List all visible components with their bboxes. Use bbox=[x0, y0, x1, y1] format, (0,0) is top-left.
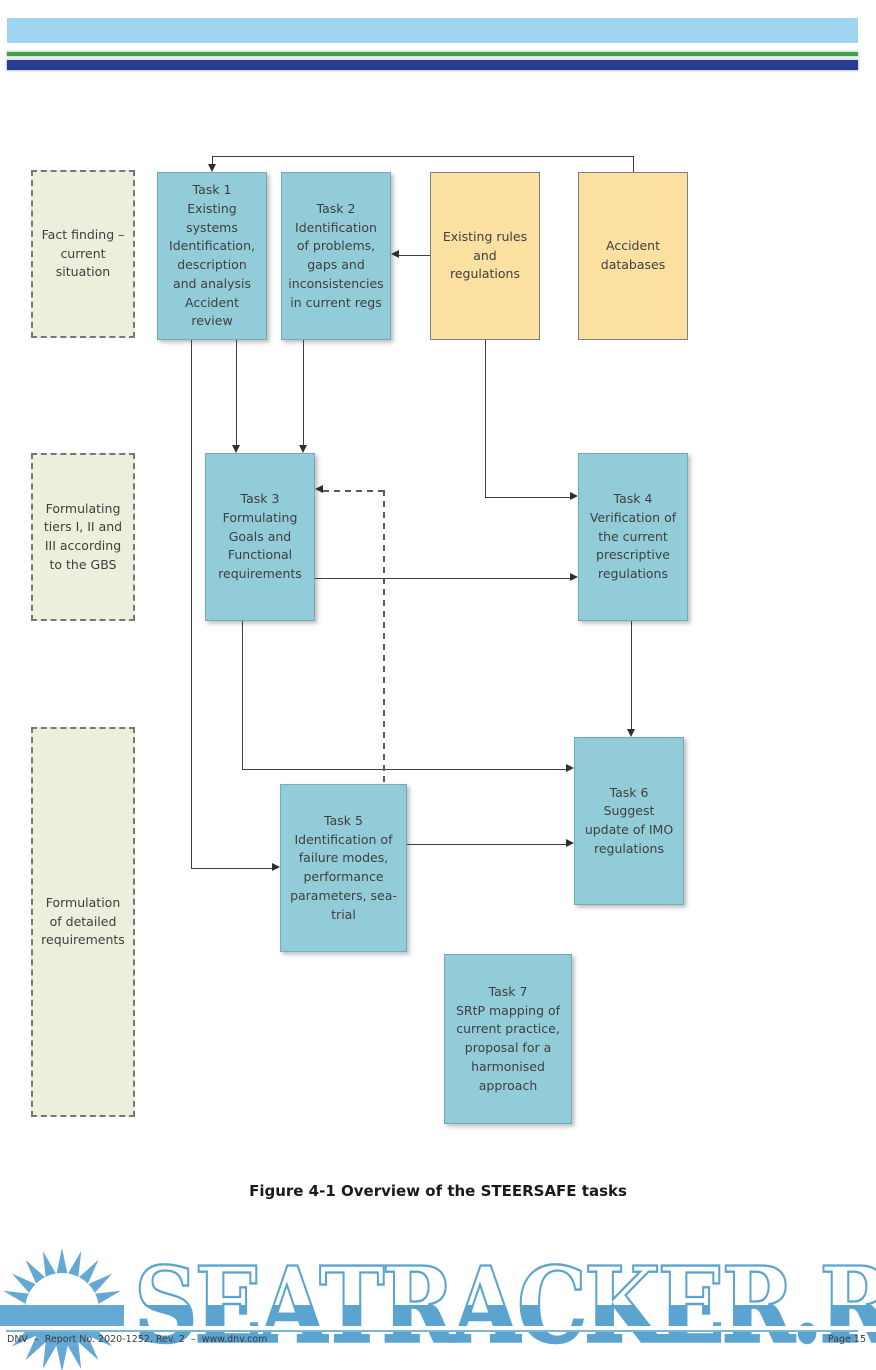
header-bar-light-blue bbox=[7, 18, 858, 43]
phase-box-fact-finding: Fact finding – current situation bbox=[31, 170, 135, 338]
task-3-box: Task 3 Formulating Goals and Functional … bbox=[205, 453, 315, 621]
header-bar-green bbox=[7, 52, 858, 56]
accident-databases-label: Accident databases bbox=[600, 238, 666, 272]
task-1-box: Task 1 Existing systems Identification, … bbox=[157, 172, 267, 340]
existing-rules-label: Existing rules and regulations bbox=[442, 228, 528, 282]
task-6-box: Task 6 Suggest update of IMO regulations bbox=[574, 737, 684, 905]
header-bar-navy bbox=[7, 60, 858, 70]
accident-databases-box: Accident databases bbox=[578, 172, 688, 340]
phase-label: Formulation of detailed requirements bbox=[41, 894, 125, 948]
footer-report-info: DNV – Report No. 2020-1252, Rev. 2 – www… bbox=[7, 1334, 268, 1345]
task-7-box: Task 7 SRtP mapping of current practice,… bbox=[444, 954, 572, 1124]
phase-label: Formulating tiers I, II and III accordin… bbox=[43, 500, 123, 572]
task-5-box: Task 5 Identification of failure modes, … bbox=[280, 784, 407, 952]
task-4-label: Task 4 Verification of the current presc… bbox=[589, 491, 677, 582]
footer-rule-line bbox=[6, 1330, 858, 1332]
footer-page-number: Page 15 bbox=[827, 1334, 866, 1345]
figure-caption: Figure 4-1 Overview of the STEERSAFE tas… bbox=[249, 1182, 627, 1200]
task-7-label: Task 7 SRtP mapping of current practice,… bbox=[455, 983, 561, 1093]
task-6-label: Task 6 Suggest update of IMO regulations bbox=[584, 784, 674, 856]
task-1-label: Task 1 Existing systems Identification, … bbox=[169, 182, 255, 329]
task-3-label: Task 3 Formulating Goals and Functional … bbox=[218, 491, 302, 582]
task-2-box: Task 2 Identification of problems, gaps … bbox=[281, 172, 391, 340]
phase-box-formulating-tiers: Formulating tiers I, II and III accordin… bbox=[31, 453, 135, 621]
footer-white-band bbox=[0, 1326, 876, 1332]
phase-box-detailed-requirements: Formulation of detailed requirements bbox=[31, 727, 135, 1117]
task-5-label: Task 5 Identification of failure modes, … bbox=[290, 812, 397, 922]
task-2-label: Task 2 Identification of problems, gaps … bbox=[288, 200, 384, 310]
seatracker-sun-logo bbox=[0, 1248, 124, 1370]
seatracker-watermark: SEATRACKER.RU bbox=[133, 1246, 876, 1364]
existing-rules-box: Existing rules and regulations bbox=[430, 172, 540, 340]
task-4-box: Task 4 Verification of the current presc… bbox=[578, 453, 688, 621]
phase-label: Fact finding – current situation bbox=[41, 226, 125, 280]
